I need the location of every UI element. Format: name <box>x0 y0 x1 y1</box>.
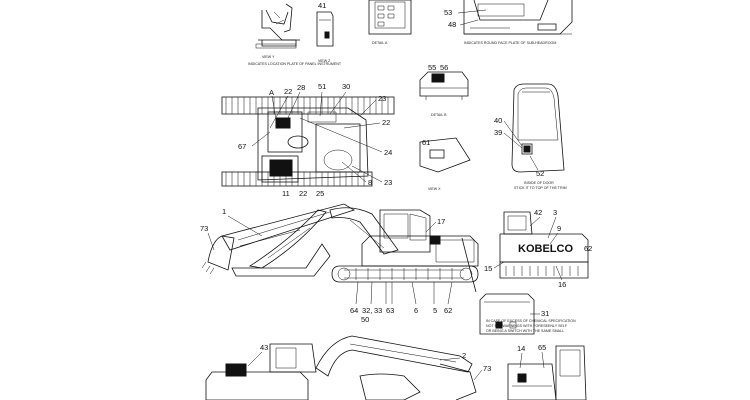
callout-25: 25 <box>316 189 324 198</box>
callout-33: 33 <box>374 306 382 315</box>
view-x-caption: VIEW X <box>428 187 441 191</box>
battery-box-drawing <box>479 293 535 335</box>
callout-22-right: 22 <box>382 118 390 127</box>
callout-56: 56 <box>440 63 448 72</box>
callout-23-upper: 23 <box>378 94 386 103</box>
callout-41: 41 <box>318 1 326 10</box>
callout-62-rear: 62 <box>584 244 592 253</box>
door-caption-line1: INSIDE OF DOOR <box>524 181 554 185</box>
side-view-excavator-drawing <box>201 203 479 293</box>
callout-31: 31 <box>541 309 549 318</box>
detail-b-drawing <box>419 71 469 100</box>
view-z-drawing <box>316 11 334 47</box>
view-x-drawing <box>419 137 471 173</box>
callout-67: 67 <box>238 142 246 151</box>
second-rear-view-drawing <box>507 345 587 400</box>
callout-23-lower: 23 <box>384 178 392 187</box>
callout-6: 6 <box>414 306 418 315</box>
note-line-1: IN CASE OF EXCESS OF CHEMICAL SPECIFICAT… <box>486 319 576 323</box>
callout-a: A <box>269 88 274 97</box>
view-y-seat-drawing <box>255 3 300 49</box>
callout-43: 43 <box>260 343 268 352</box>
callout-24: 24 <box>384 148 392 157</box>
second-side-view-drawing <box>205 335 477 400</box>
sub-headroom-drawing <box>463 0 573 35</box>
plan-leader-lines <box>251 91 383 183</box>
callout-11: 11 <box>282 189 290 198</box>
detail-b-caption: DETAIL B <box>431 113 447 117</box>
panel-plate-note: INDICATES LOCATION PLATE OF PANEL INSTRU… <box>248 62 342 66</box>
callout-39: 39 <box>494 128 502 137</box>
detail-a-caption: DETAIL A <box>372 41 388 45</box>
callout-48: 48 <box>448 20 456 29</box>
plan-view-drawing <box>221 96 395 187</box>
callout-16: 16 <box>558 280 566 289</box>
callout-5: 5 <box>433 306 437 315</box>
view-z-caption: VIEW Z <box>318 59 331 63</box>
callout-55: 55 <box>428 63 436 72</box>
sub-headroom-note: INDICATES ROUND FACE PLATE OF SUB-HEADRO… <box>464 41 556 45</box>
kobelco-logo: KOBELCO <box>518 243 573 255</box>
side-view-leaders <box>355 281 453 305</box>
callout-64: 64 <box>350 306 358 315</box>
callout-22-bottom: 22 <box>299 189 307 198</box>
view-y-caption: VIEW Y <box>262 55 275 59</box>
callout-15: 15 <box>484 264 492 273</box>
callout-8: 8 <box>368 178 372 187</box>
callout-61: 61 <box>422 138 430 147</box>
door-drawing <box>511 83 565 173</box>
callout-14: 14 <box>517 344 525 353</box>
callout-22-top: 22 <box>284 87 292 96</box>
note-line-3: OR BEING A SWITCH WITH THE SAME SMALL <box>486 329 564 333</box>
callout-52: 52 <box>536 169 544 178</box>
door-caption-line2: STICK IT TO TOP OF THE TRIM <box>514 186 567 190</box>
callout-17: 17 <box>437 217 445 226</box>
callout-1: 1 <box>222 207 226 216</box>
callout-53: 53 <box>444 8 452 17</box>
note-line-2: NOT SET WARNINGS WITH FORESEENLY SELF <box>486 324 568 328</box>
callout-30: 30 <box>342 82 350 91</box>
callout-50: 50 <box>361 315 369 324</box>
callout-73-lower: 73 <box>483 364 491 373</box>
callout-9: 9 <box>557 224 561 233</box>
callout-73-upper: 73 <box>200 224 208 233</box>
callout-65: 65 <box>538 343 546 352</box>
callout-42: 42 <box>534 208 542 217</box>
callout-63: 63 <box>386 306 394 315</box>
callout-32: 32, <box>362 306 372 315</box>
callout-40: 40 <box>494 116 502 125</box>
callout-2: 2 <box>462 351 466 360</box>
callout-3: 3 <box>553 208 557 217</box>
rear-view-drawing <box>499 211 589 279</box>
callout-62-lower: 62 <box>444 306 452 315</box>
callout-28: 28 <box>297 83 305 92</box>
callout-51: 51 <box>318 82 326 91</box>
detail-a-drawing <box>368 0 412 35</box>
